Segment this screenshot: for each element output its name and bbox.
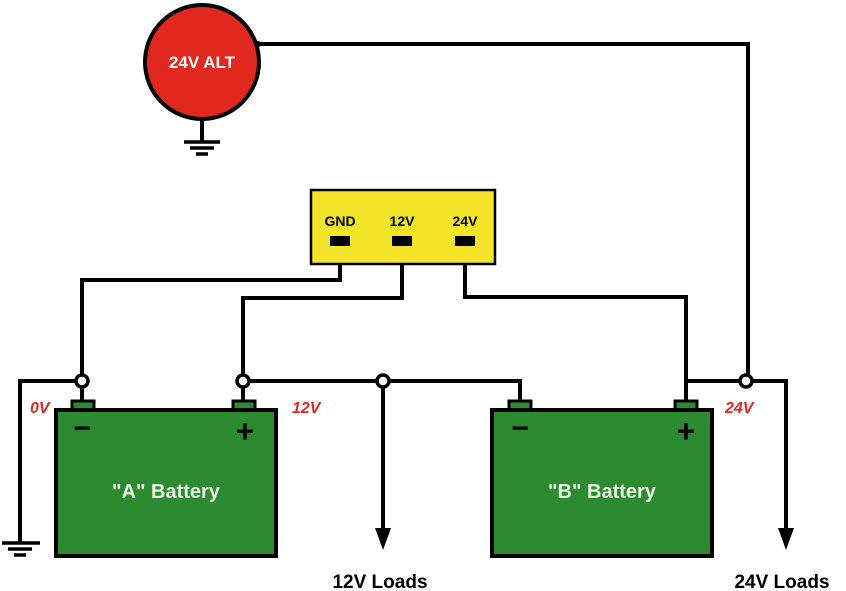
isolator-gnd-terminal (330, 236, 350, 246)
ground-icon (184, 140, 220, 156)
voltage-label-12v: 12V (292, 400, 322, 417)
battery-a: − + "A" Battery (54, 399, 278, 558)
battery-b-label: "B" Battery (548, 481, 657, 503)
alternator (143, 3, 261, 121)
positive-sign: + (677, 413, 696, 449)
ground-icon (2, 541, 40, 557)
negative-sign: − (511, 412, 529, 445)
isolator-gnd-label: GND (324, 213, 355, 229)
junction-node (235, 373, 251, 389)
junction-node (375, 373, 391, 389)
12v-wire (241, 246, 404, 375)
battery-a-label: "A" Battery (112, 481, 221, 503)
isolator-24v-terminal (455, 236, 475, 246)
voltage-label-24v: 24V (724, 400, 755, 417)
negative-sign: − (73, 412, 91, 445)
arrow-down-icon (778, 528, 794, 550)
24v-loads-label: 24V Loads (734, 572, 829, 591)
isolator-12v-label: 12V (390, 213, 416, 229)
chassis-ground-wire (18, 379, 76, 543)
isolator-24v-label: 24V (453, 213, 479, 229)
isolator-12v-terminal (392, 236, 412, 246)
junction-node (738, 373, 754, 389)
isolator-box (309, 188, 497, 266)
battery-b: − + "B" Battery (490, 399, 714, 558)
voltage-label-0v: 0V (30, 400, 51, 417)
positive-sign: + (236, 413, 255, 449)
alternator-output-wire (258, 42, 750, 375)
junction-node (74, 373, 90, 389)
series-link-wire (249, 379, 522, 403)
arrow-down-icon (375, 528, 391, 550)
alternator-label: 24V ALT (169, 53, 236, 72)
24v-load-wire (686, 379, 788, 530)
24v-wire (463, 246, 688, 403)
alternator-terminal (255, 41, 261, 47)
gnd-wire (80, 246, 342, 375)
12v-loads-label: 12V Loads (332, 572, 427, 591)
